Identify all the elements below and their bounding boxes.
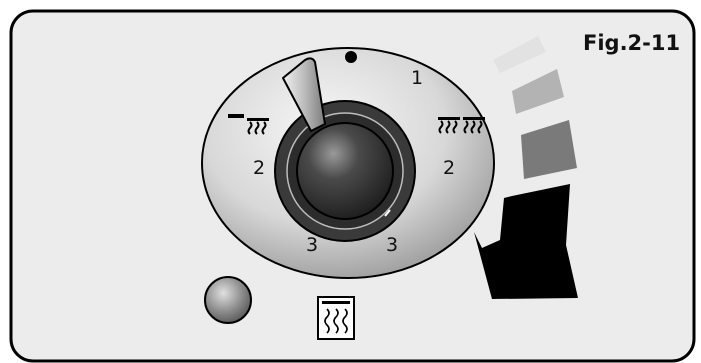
dial-number-2-right: 2 xyxy=(443,157,455,179)
dot-indicator-icon xyxy=(345,51,357,63)
arrow-step-darkest xyxy=(474,184,578,299)
arrow-step-dark xyxy=(521,120,577,179)
figure-label: Fig.2-11 xyxy=(583,31,680,55)
dial-number-3-right: 3 xyxy=(386,234,398,256)
dial-number-2-left: 2 xyxy=(253,157,265,179)
oven-heat-symbol-icon xyxy=(317,296,355,340)
dial-pointer-mark xyxy=(384,209,391,217)
heating-element-single-icon xyxy=(228,114,269,135)
knob[interactable] xyxy=(296,122,394,220)
heating-element-double-icon xyxy=(438,117,485,134)
indicator-lamp-icon xyxy=(204,276,252,324)
arrow-step-light xyxy=(493,36,546,73)
arrow-step-medium xyxy=(512,69,564,114)
dial-number-3-left: 3 xyxy=(306,234,318,256)
knob-lever[interactable] xyxy=(282,57,326,132)
dial-number-1: 1 xyxy=(411,67,423,89)
